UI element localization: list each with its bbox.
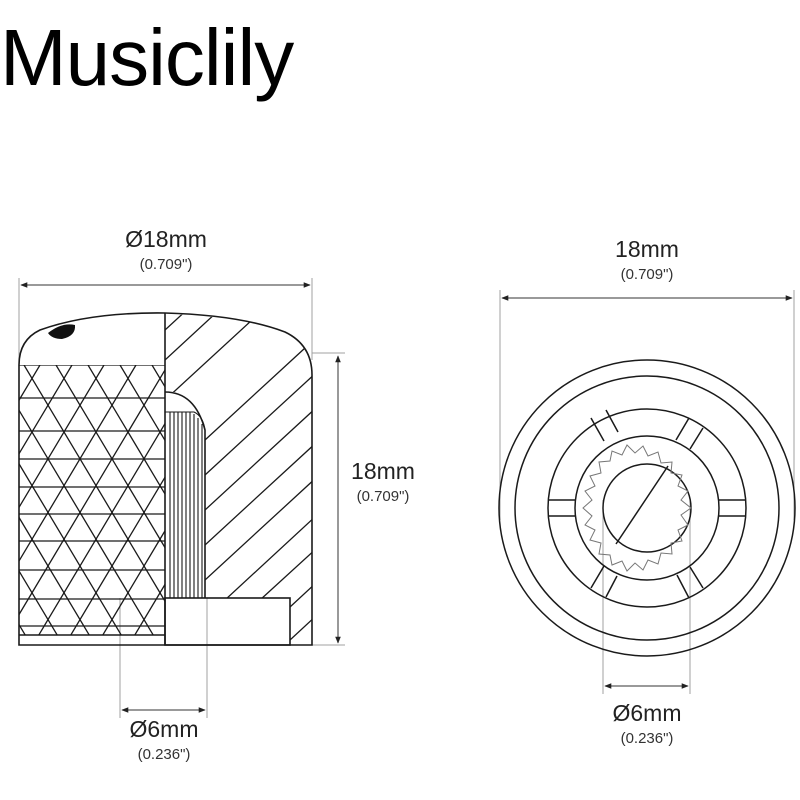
outer-rim [498, 359, 796, 657]
front-width-dim-label: 18mm [615, 236, 679, 262]
inner-rim [514, 375, 780, 641]
front-dimension-lines [499, 290, 795, 694]
inner-ring [574, 435, 720, 581]
side-view [18, 278, 345, 718]
side-shaft-dim-inch: (0.236") [137, 746, 191, 763]
spline-teeth [582, 444, 692, 572]
front-width-dim-inch: (0.709") [620, 266, 674, 283]
spline-stripes [165, 411, 206, 598]
side-shaft-dim-label: Ø6mm [129, 716, 199, 742]
side-height-dim-inch: (0.709") [356, 488, 410, 505]
indicator-dot [48, 324, 76, 339]
front-shaft-dim-inch: (0.236") [620, 730, 674, 747]
brand-logo-text: Musiclily [0, 13, 294, 102]
shaft-slot [615, 465, 669, 545]
front-shaft-dim-label: Ø6mm [612, 700, 682, 726]
bottom-insert [164, 597, 291, 646]
knurl-pattern [19, 365, 165, 635]
front-view [498, 290, 796, 694]
side-width-dim-label: Ø18mm [125, 226, 207, 252]
side-width-dim-inch: (0.709") [139, 256, 193, 273]
outer-ring [547, 408, 747, 608]
shaft-bore [602, 463, 692, 553]
section-hatch [165, 314, 312, 641]
ribs [548, 409, 746, 599]
shaft-cavity-outline [164, 391, 206, 598]
side-dimension-lines [18, 278, 345, 718]
side-height-dim-label: 18mm [351, 458, 415, 484]
